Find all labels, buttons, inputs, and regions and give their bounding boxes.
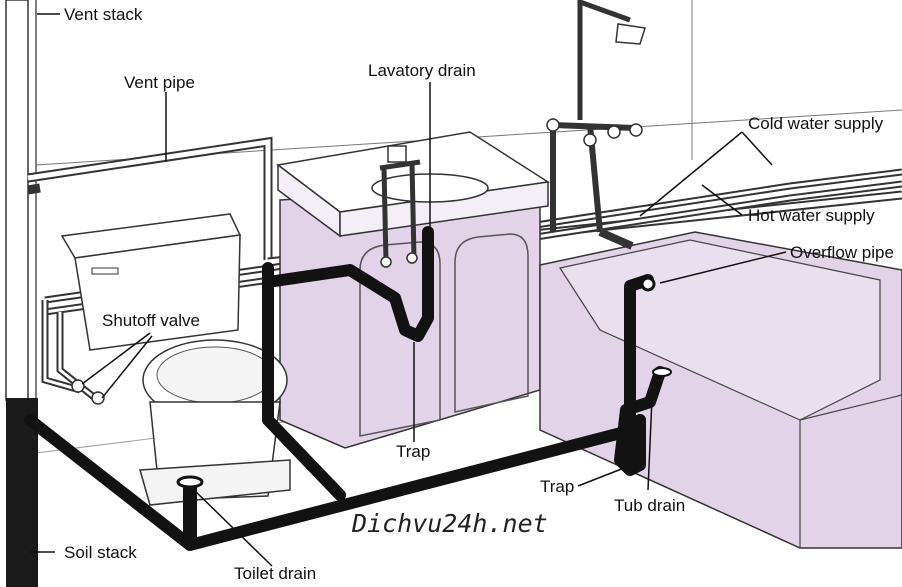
bathtub <box>539 231 902 549</box>
label-toilet-drain: Toilet drain <box>234 564 316 583</box>
label-vent-stack: Vent stack <box>64 5 143 24</box>
label-hot-water-supply: Hot water supply <box>748 206 875 225</box>
label-shutoff-valve: Shutoff valve <box>102 311 200 330</box>
label-soil-stack: Soil stack <box>64 543 137 562</box>
lavatory-faucet <box>379 145 421 268</box>
label-trap-tub: Trap <box>540 477 574 496</box>
label-cold-water-supply: Cold water supply <box>748 114 884 133</box>
label-tub-drain: Tub drain <box>614 496 685 515</box>
shower-assembly <box>546 0 646 250</box>
label-vent-pipe: Vent pipe <box>124 73 195 92</box>
label-trap-sink: Trap <box>396 442 430 461</box>
label-overflow-pipe: Overflow pipe <box>790 243 894 262</box>
drain-pipes <box>24 226 672 551</box>
leader-lines <box>30 13 787 567</box>
vent-stack-pipe <box>5 0 38 587</box>
label-lavatory-drain: Lavatory drain <box>368 61 476 80</box>
watermark: Dichvu24h.net <box>351 509 548 538</box>
toilet <box>60 213 291 506</box>
